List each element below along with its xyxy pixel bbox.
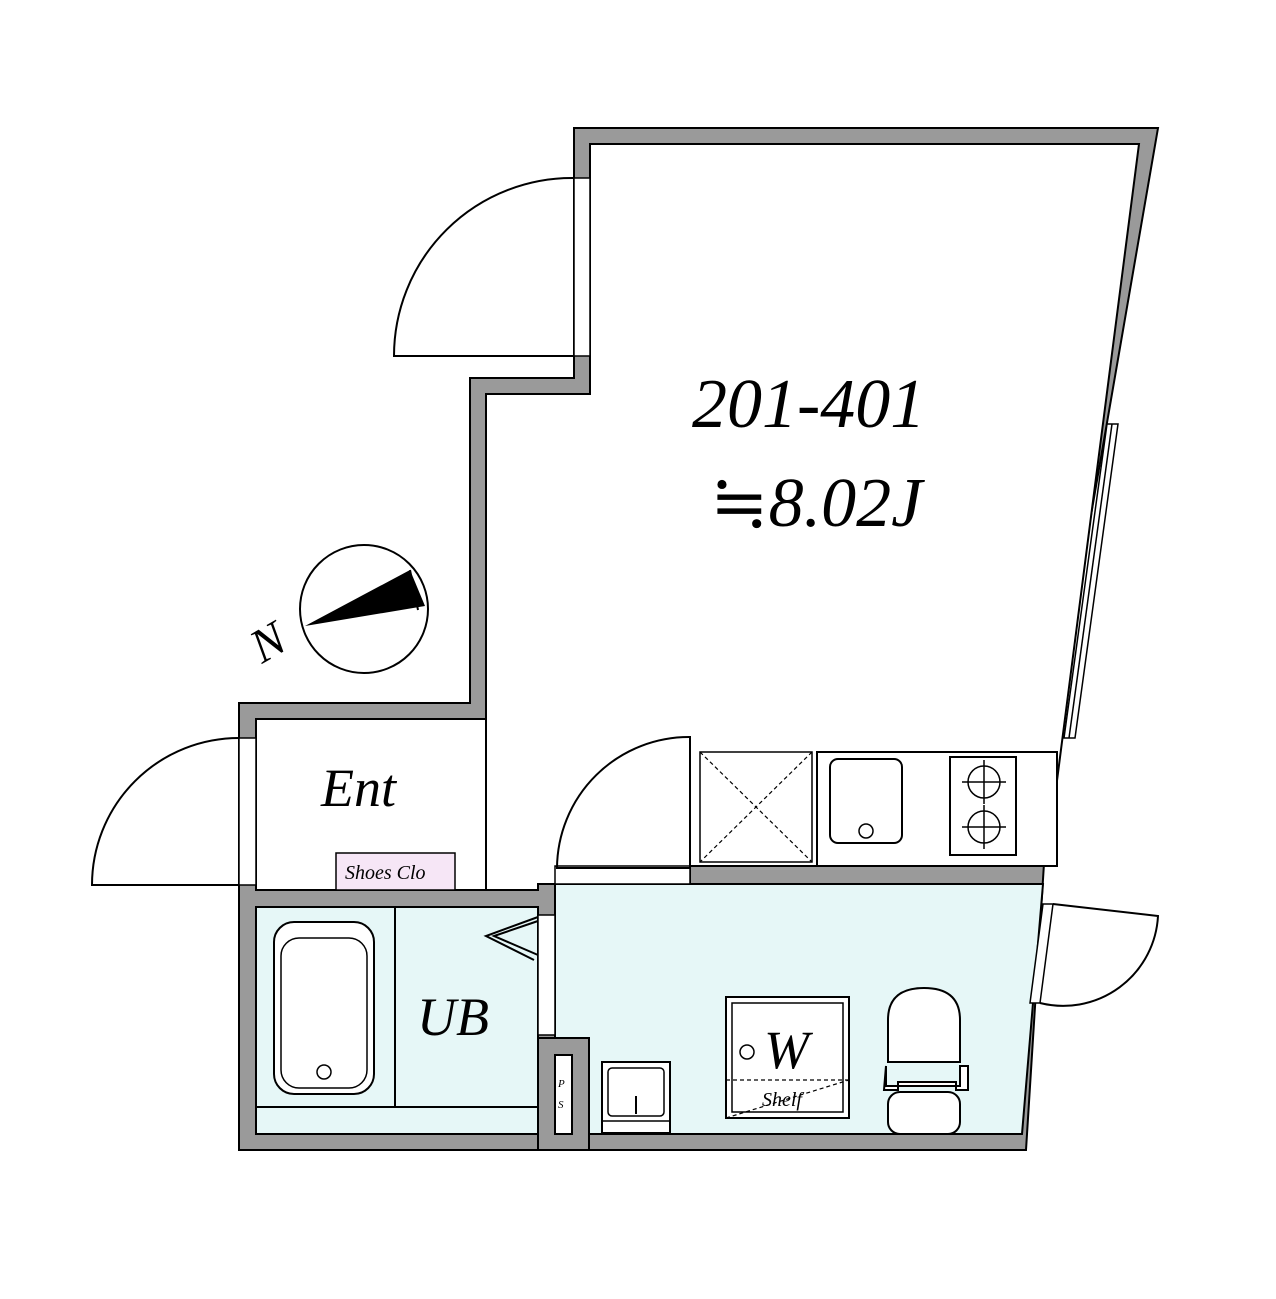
washer-drain-icon: [739, 1044, 755, 1060]
entry-door-opening: [239, 738, 256, 885]
washroom-door-swing: [555, 735, 691, 869]
pipe-space-label-s: S: [558, 1099, 564, 1111]
compass-needle-icon: [305, 570, 425, 626]
bath-door-opening: [538, 915, 555, 1035]
upper-door-frame: [573, 177, 591, 357]
unit-area: ≒8.02J: [710, 465, 925, 542]
window-glass-line: [1068, 423, 1113, 739]
pipe-space: [554, 1054, 573, 1135]
sink-drain-icon: [858, 823, 874, 839]
bathtub-inner: [280, 937, 368, 1089]
bath-door-frame: [537, 914, 556, 1036]
compass: [299, 544, 429, 674]
fridge-cross-b: [699, 751, 813, 863]
kitchen-sink: [829, 758, 903, 844]
entry-door-frame: [238, 737, 257, 886]
upper-door-swing: [392, 176, 575, 357]
toilet-door-swing: [1039, 903, 1160, 1007]
compass-needle-edge: [409, 569, 419, 611]
washer-label: W: [764, 1020, 814, 1080]
entry-door-swing: [90, 737, 240, 886]
unit-bath-label: UB: [417, 987, 489, 1047]
shoe-closet: [335, 852, 456, 891]
washer-space: [725, 996, 850, 1119]
entrance-label: Ent: [320, 758, 398, 818]
unit-number: 201-401: [692, 366, 925, 443]
washbasin-bowl: [607, 1067, 665, 1117]
pipe-space-label-p: P: [557, 1078, 565, 1090]
fridge-space: [699, 751, 813, 863]
toilet: [882, 986, 969, 1135]
bath-door-swing: [483, 916, 539, 961]
bath-door-swing-inner: [491, 920, 539, 956]
washroom-door-opening: [554, 865, 691, 885]
washer-space-inner: [731, 1002, 844, 1113]
bathtub: [273, 921, 375, 1095]
shelf-diagonal: [725, 1079, 850, 1119]
shoe-closet-label: Shoes Clo: [345, 862, 426, 884]
bathtub-drain-icon: [316, 1064, 332, 1080]
cooktop: [949, 756, 1017, 856]
shelf-label: Shelf: [762, 1089, 804, 1111]
main-room: [485, 143, 1141, 891]
burner-icon: [962, 760, 1006, 849]
upper-door-opening: [574, 178, 590, 356]
compass-north-label: N: [240, 610, 298, 674]
